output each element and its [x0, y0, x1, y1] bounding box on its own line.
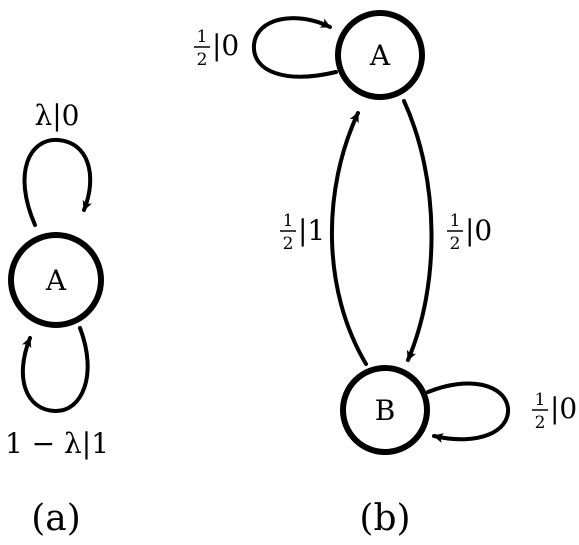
self-loop-bottom-a	[20, 326, 90, 414]
svg-text:1: 1	[283, 211, 294, 231]
self-loop-top-label: λ|0	[35, 99, 80, 132]
state-label-a-panel-a: A	[45, 264, 67, 297]
svg-text:|0: |0	[550, 392, 577, 425]
edge-a-to-b	[402, 99, 434, 362]
self-loop-b-label: 1 2 |0	[532, 390, 577, 433]
panel-caption-b: (b)	[359, 498, 410, 539]
svg-text:2: 2	[450, 234, 461, 254]
svg-text:|1: |1	[298, 214, 325, 247]
panel-caption-a: (a)	[31, 498, 81, 539]
state-node-a-panel-b	[335, 10, 425, 100]
svg-text:1: 1	[535, 390, 546, 410]
self-loop-a-label: 1 2 |0	[194, 27, 239, 70]
edge-b-to-a	[329, 111, 368, 366]
self-loop-b-panel-b	[426, 381, 511, 443]
self-loop-bottom-label: 1 − λ|1	[5, 427, 109, 460]
svg-text:2: 2	[535, 413, 546, 433]
svg-text:|0: |0	[465, 214, 492, 247]
panel-b: 1 2 |0 1 2 |1 1 2 |0 1 2 |0	[194, 10, 577, 539]
edge-a-to-b-label: 1 2 |0	[447, 211, 492, 254]
panel-a: λ|0 1 − λ|1 A (a)	[5, 99, 109, 539]
svg-text:2: 2	[197, 50, 208, 70]
self-loop-a-panel-b	[251, 16, 338, 79]
state-node-a-panel-a	[8, 232, 104, 328]
svg-text:1: 1	[450, 211, 461, 231]
svg-text:|0: |0	[212, 29, 239, 62]
self-loop-top-a	[22, 137, 93, 227]
svg-text:1: 1	[197, 27, 208, 47]
state-node-b-panel-b	[340, 365, 430, 455]
svg-text:2: 2	[283, 234, 294, 254]
state-label-b-panel-b: B	[375, 394, 396, 427]
edge-b-to-a-label: 1 2 |1	[280, 211, 325, 254]
state-label-a-panel-b: A	[369, 39, 391, 72]
